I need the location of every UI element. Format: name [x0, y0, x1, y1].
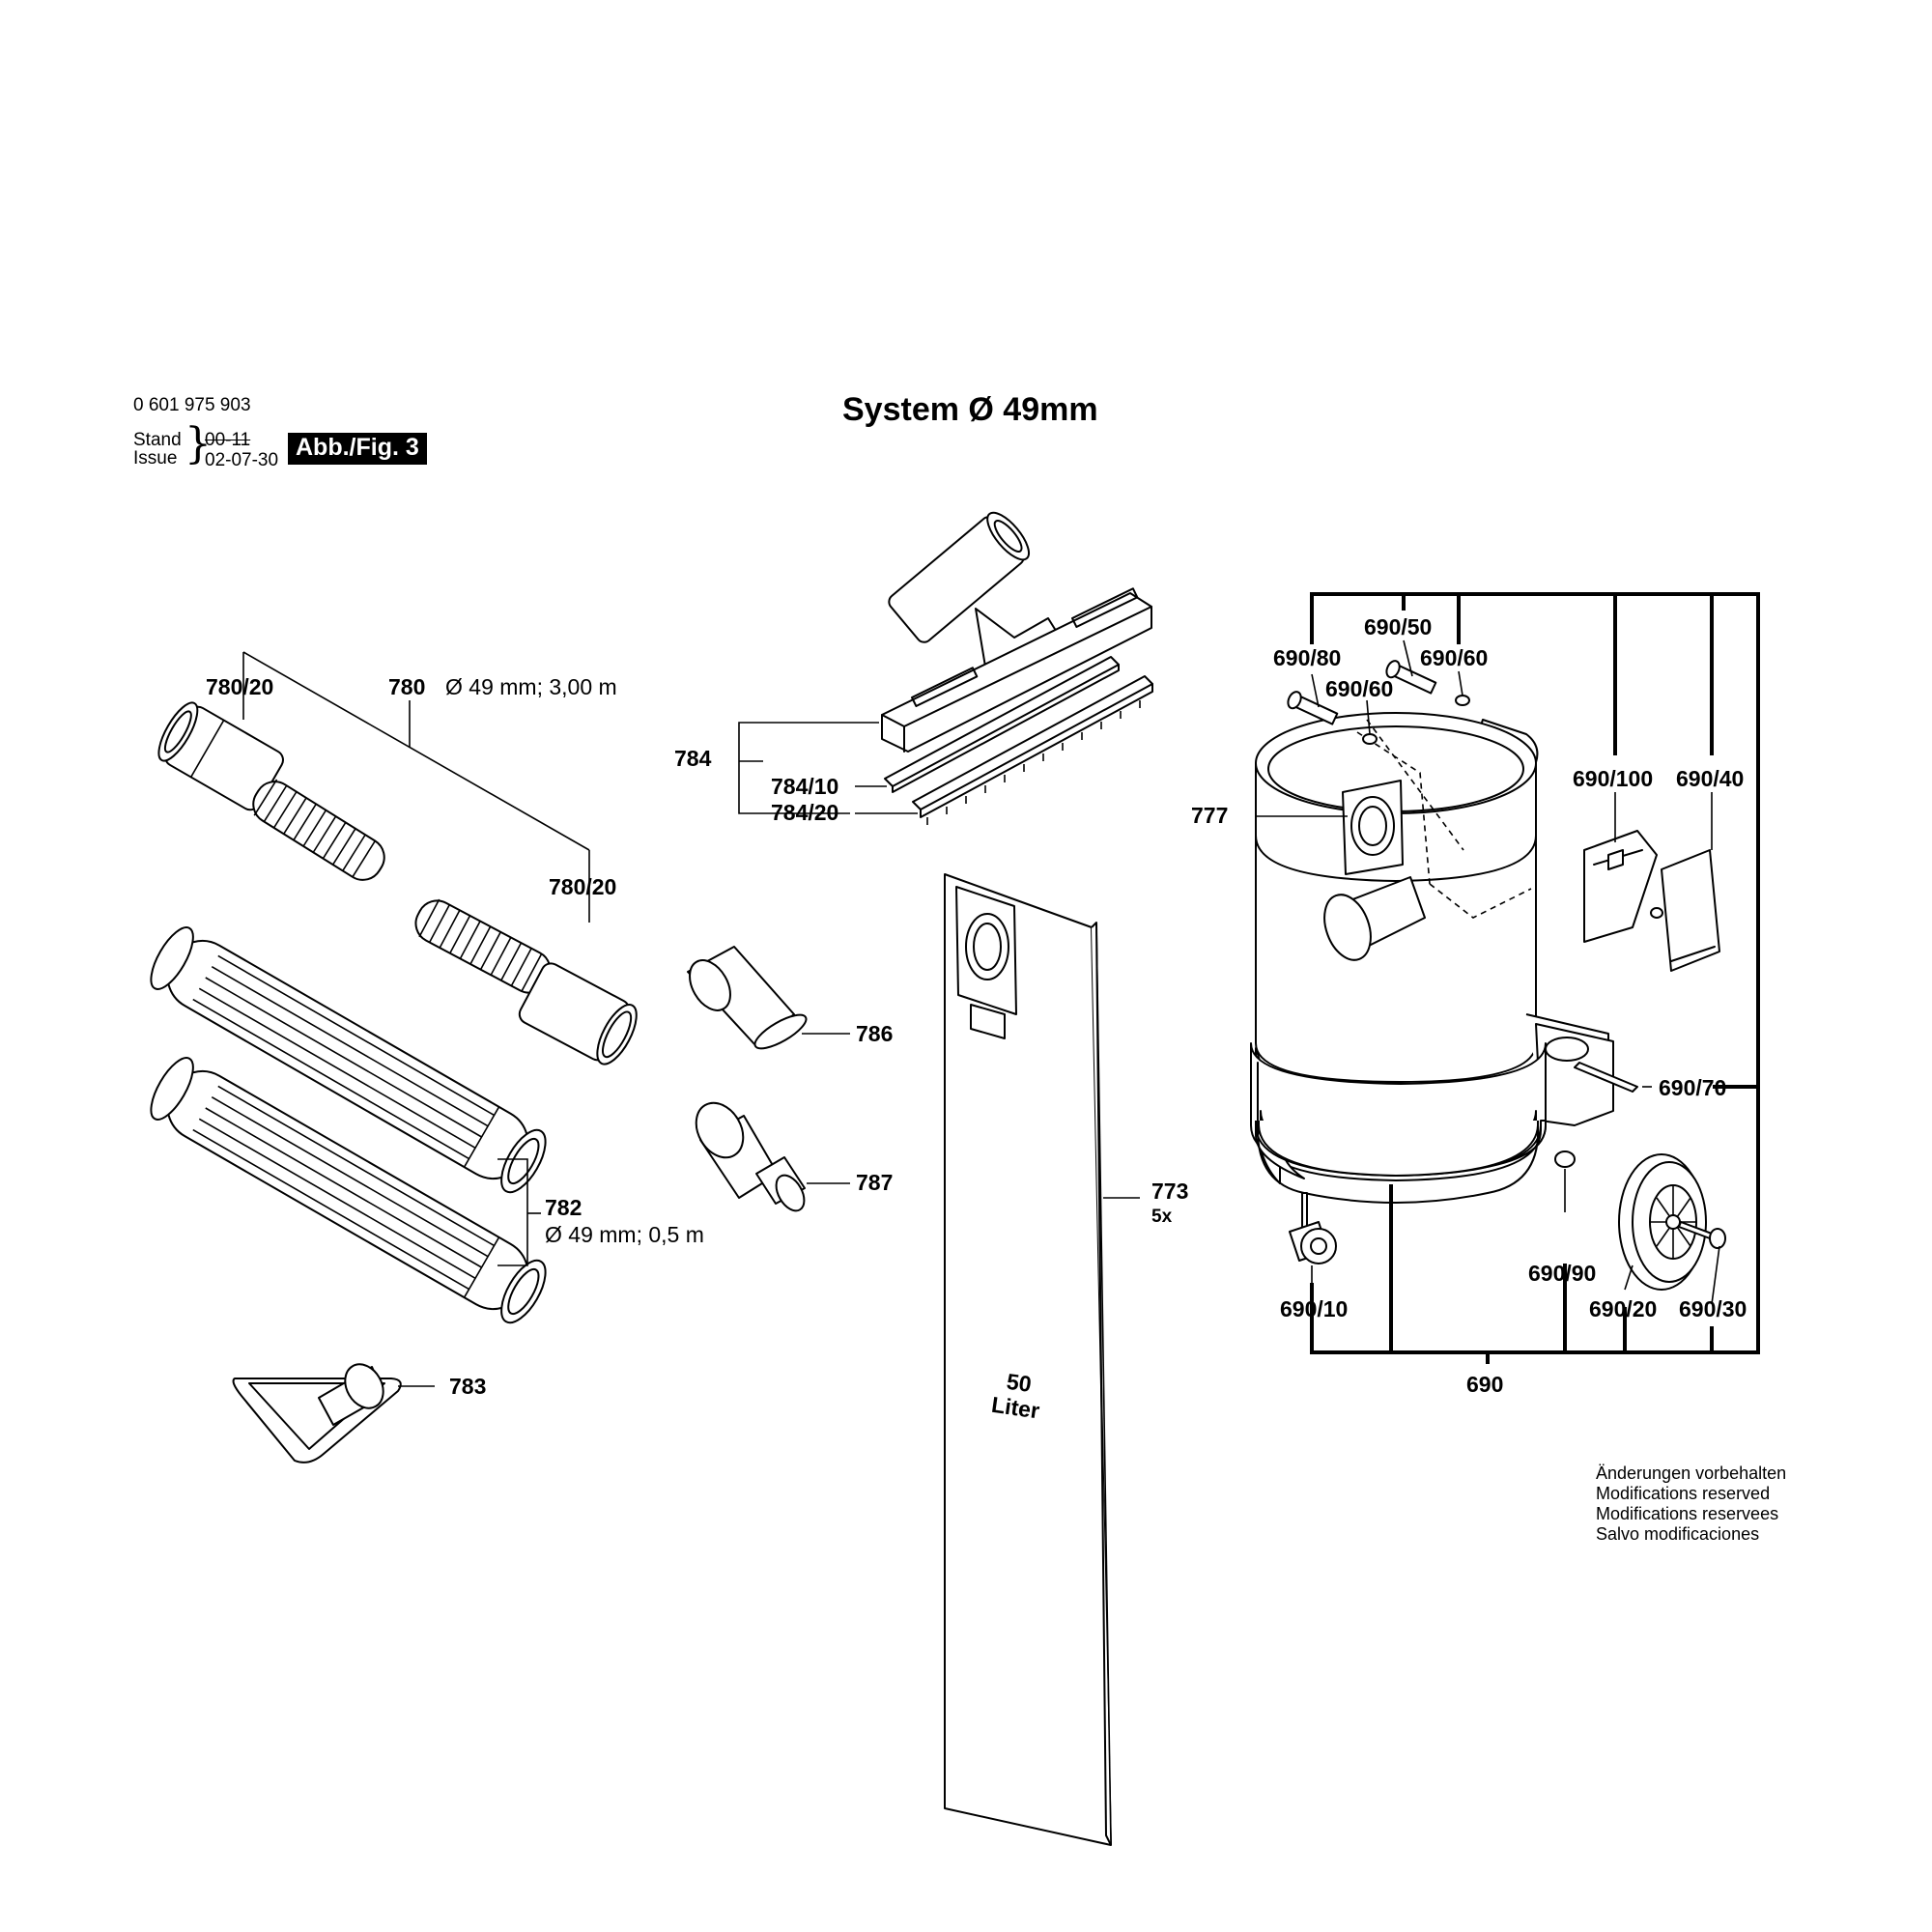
- extension-tubes-782: [150, 926, 547, 1324]
- filter-bag-773: [944, 873, 1140, 1846]
- modifications-notes: Änderungen vorbehalten Modifications res…: [1596, 1463, 1786, 1545]
- callout-784: 784: [674, 746, 712, 771]
- callout-780: 780: [388, 674, 426, 699]
- callout-773: 773: [1151, 1179, 1189, 1204]
- figure-badge: Abb./Fig. 3: [288, 433, 427, 465]
- brace-icon: }: [185, 419, 212, 469]
- callout-690-60-left: 690/60: [1325, 676, 1394, 701]
- callout-786: 786: [856, 1021, 894, 1046]
- callout-773-qty: 5x: [1151, 1207, 1173, 1227]
- callout-690-20: 690/20: [1589, 1296, 1658, 1321]
- callout-784-20: 784/20: [771, 800, 839, 825]
- callout-782: 782: [545, 1195, 582, 1220]
- adapter-787: [695, 1101, 850, 1212]
- callout-783: 783: [449, 1374, 487, 1399]
- callout-690-60-right: 690/60: [1420, 645, 1489, 670]
- callout-690-30: 690/30: [1679, 1296, 1747, 1321]
- callout-777: 777: [1191, 803, 1229, 828]
- note-line: Modifications reservees: [1596, 1504, 1779, 1523]
- callout-690: 690: [1466, 1372, 1504, 1397]
- note-line: Salvo modificaciones: [1596, 1524, 1760, 1544]
- issue-code: 00-11: [205, 430, 251, 450]
- part-number: 0 601 975 903: [133, 395, 251, 415]
- callout-780-20-bottom: 780/20: [549, 874, 617, 899]
- callout-782-spec: Ø 49 mm; 0,5 m: [545, 1222, 704, 1247]
- callout-690-10: 690/10: [1280, 1296, 1349, 1321]
- issue-label: Issue: [133, 448, 178, 469]
- callout-690-90: 690/90: [1528, 1261, 1597, 1286]
- page-title: System Ø 49mm: [842, 391, 1098, 428]
- floor-nozzle-784: [738, 511, 1153, 825]
- callout-780-20-top: 780/20: [206, 674, 274, 699]
- container-690: [1250, 660, 1726, 1291]
- callout-690-80: 690/80: [1273, 645, 1342, 670]
- issue-date: 02-07-30: [205, 450, 279, 470]
- callout-784-10: 784/10: [771, 774, 839, 799]
- callout-690-100: 690/100: [1573, 766, 1654, 791]
- note-line: Änderungen vorbehalten: [1596, 1463, 1787, 1483]
- callout-690-70: 690/70: [1659, 1075, 1727, 1100]
- crevice-nozzle-786: [687, 946, 850, 1050]
- callout-787: 787: [856, 1170, 894, 1195]
- gulper-nozzle-783: [232, 1363, 435, 1463]
- bag-label: 50 Liter: [990, 1367, 1045, 1424]
- note-line: Modifications reserved: [1596, 1484, 1771, 1503]
- callout-690-40: 690/40: [1676, 766, 1745, 791]
- callout-690-50: 690/50: [1364, 614, 1433, 639]
- callout-780-spec: Ø 49 mm; 3,00 m: [445, 674, 617, 699]
- suction-hose-780: [157, 651, 638, 1065]
- assembly-frame-690: [1256, 592, 1760, 1364]
- stand-label: Stand: [133, 430, 182, 450]
